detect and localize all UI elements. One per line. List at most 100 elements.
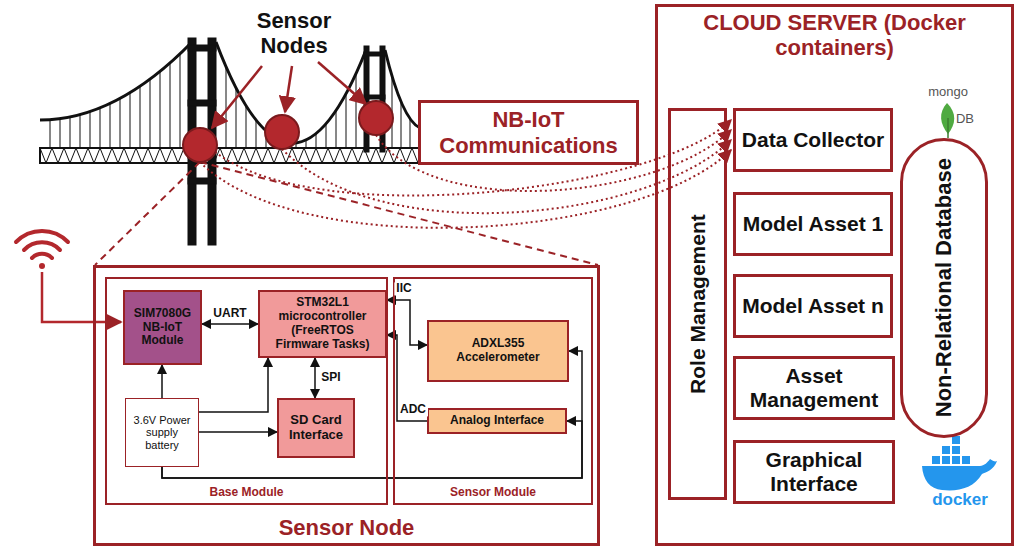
box-label: Model Asset 1 <box>743 212 883 236</box>
bridge-illustration <box>40 38 424 245</box>
box-label: SIM7080G NB-IoT Module <box>128 307 197 348</box>
callout-title: Sensor Nodes <box>246 8 342 59</box>
antenna-link <box>42 272 121 322</box>
whale-box <box>952 436 960 444</box>
connector <box>199 358 268 412</box>
sensor-node-dot <box>183 128 217 162</box>
box-label: NB-IoT Communications <box>424 107 633 158</box>
zoom-line <box>200 162 598 265</box>
suspender <box>326 124 327 148</box>
suspender <box>70 117 71 148</box>
truss-stroke <box>112 148 124 163</box>
suspender <box>100 108 101 148</box>
panel-heading: Sensor Module <box>450 486 536 500</box>
tower-beam <box>364 52 385 56</box>
whale-box <box>952 456 960 464</box>
suspender <box>80 115 81 148</box>
box-label: ADXL355 Accelerometer <box>432 337 564 365</box>
truss-stroke <box>268 148 280 163</box>
wifi-icon <box>16 231 68 269</box>
box-label: STM32L1 microcontroller (FreeRTOS Firmwa… <box>263 296 382 351</box>
sensor-node-dots <box>183 101 393 162</box>
logo-text: DB <box>953 112 977 127</box>
suspender <box>346 94 347 148</box>
connector <box>314 358 316 398</box>
truss-stroke <box>160 148 172 163</box>
truss-stroke <box>148 148 160 163</box>
logo-text: mongo <box>918 85 978 100</box>
sensor-chip-box: ADXL355 Accelerometer <box>427 320 569 382</box>
battery-box: 3.6V Power supply battery <box>125 398 199 467</box>
suspender <box>401 101 402 148</box>
service-box: Data Collector <box>733 108 893 172</box>
role-band: Role Management <box>668 108 727 500</box>
truss-stroke <box>172 148 184 163</box>
whale-box <box>932 456 940 464</box>
suspender <box>356 74 357 148</box>
interface-box: Analog Interface <box>427 408 567 434</box>
connector <box>202 323 258 325</box>
tower-beam <box>188 45 216 51</box>
truss-stroke <box>256 148 268 163</box>
sensor-node-dot <box>265 115 299 149</box>
service-box: Graphical Interface <box>733 440 895 504</box>
suspender <box>160 71 161 148</box>
bridge-deck <box>40 148 420 163</box>
sensor-node-dot <box>359 101 393 135</box>
suspender <box>140 86 141 148</box>
docker-whale <box>922 436 997 490</box>
signal-label: IIC <box>394 282 413 295</box>
leader-line <box>285 66 292 112</box>
suspender <box>246 106 247 148</box>
whale-box <box>962 456 970 464</box>
logo-text: docker <box>921 490 999 510</box>
sd-card-box: SD Card Interface <box>277 398 355 458</box>
suspender <box>130 93 131 148</box>
wifi-arc <box>24 242 60 250</box>
box-label: 3.6V Power supply battery <box>129 414 195 452</box>
leader-line <box>318 62 366 104</box>
mcu-box: STM32L1 microcontroller (FreeRTOS Firmwa… <box>258 290 387 358</box>
truss-stroke <box>328 148 340 163</box>
truss-stroke <box>124 148 136 163</box>
suspender <box>90 112 91 148</box>
truss-stroke <box>352 148 364 163</box>
suspender <box>336 110 337 148</box>
panel-heading: CLOUD SERVER (Docker containers) <box>661 10 1008 61</box>
box-label: Data Collector <box>742 128 884 152</box>
suspender <box>180 54 181 148</box>
truss-stroke <box>244 148 256 163</box>
truss-stroke <box>88 148 100 163</box>
truss-stroke <box>232 148 244 163</box>
suspender <box>226 67 227 148</box>
suspender <box>150 79 151 148</box>
network-box: NB-IoT Communications <box>418 100 639 165</box>
suspender <box>410 118 411 148</box>
truss-stroke <box>316 148 328 163</box>
box-label: Graphical Interface <box>739 448 889 496</box>
leader-line <box>212 66 262 128</box>
truss-stroke <box>52 148 64 163</box>
connector <box>199 431 277 433</box>
mongo-leaf-stem <box>947 118 949 138</box>
box-label: Asset Management <box>739 364 889 412</box>
box-label: Role Management <box>685 214 709 394</box>
truss-stroke <box>340 148 352 163</box>
wifi-dot <box>39 263 45 269</box>
service-box: Model Asset n <box>733 274 893 338</box>
box-label: Model Asset n <box>742 294 884 318</box>
box-label: SD Card Interface <box>282 413 350 443</box>
suspender <box>170 63 171 148</box>
connector <box>161 365 163 398</box>
panel-heading: Sensor Node <box>279 515 415 540</box>
truss-stroke <box>304 148 316 163</box>
truss-stroke <box>40 148 52 163</box>
sensor-node-panel: Sensor NodeBase ModuleSIM7080G NB-IoT Mo… <box>93 265 600 546</box>
radio-module-box: SIM7080G NB-IoT Module <box>123 290 202 365</box>
tower-beam <box>188 100 216 106</box>
suspender <box>60 119 61 148</box>
service-box: Asset Management <box>733 356 895 420</box>
suspender <box>120 98 121 148</box>
module-panel: Sensor Module ADXL355 AccelerometerAnalog… <box>393 277 593 505</box>
